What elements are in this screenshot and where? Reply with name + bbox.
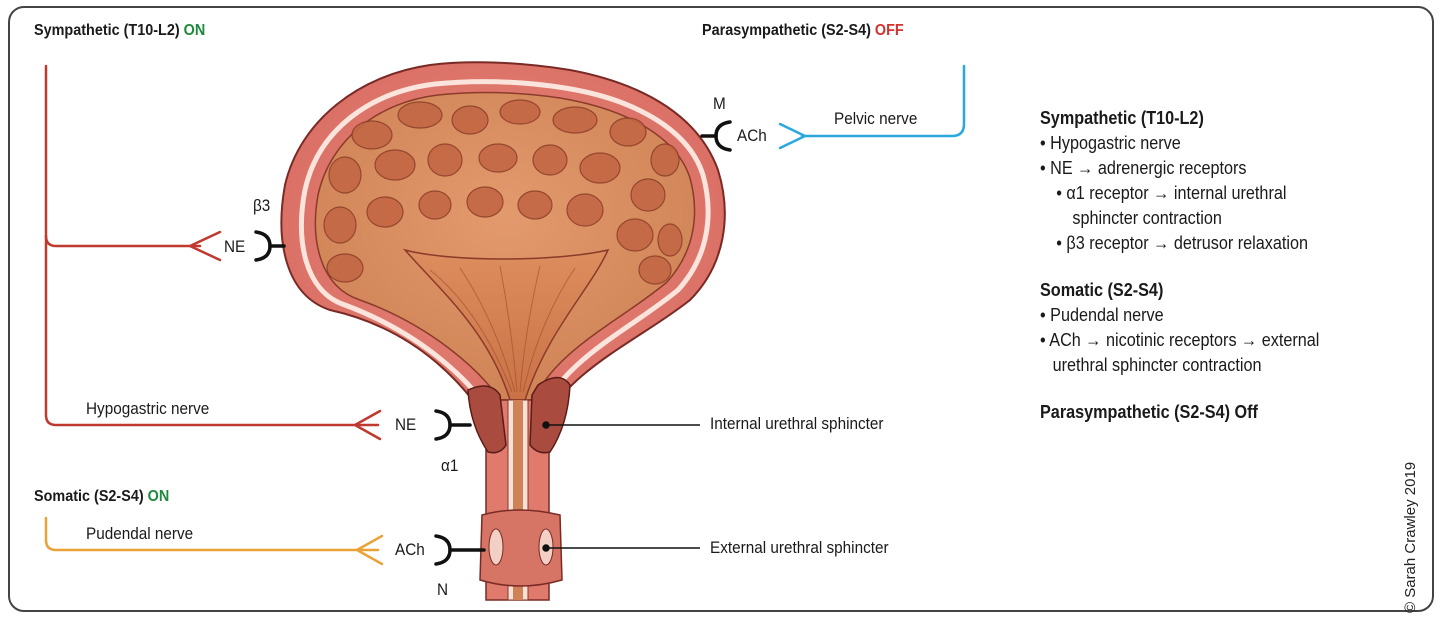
hypogastric-nerve-label: Hypogastric nerve [86,399,209,419]
summary-somatic-title: Somatic (S2-S4) [1040,278,1382,303]
pudendal-nerve-label: Pudendal nerve [86,524,193,544]
somatic-state: ON [148,488,170,505]
internal-sphincter-right [530,378,570,453]
external-sphincter-left-lobe [489,529,503,565]
summary-sym-sub-2: • β3 receptor → detrusor relaxation [1040,231,1382,256]
receptor-m [716,122,730,150]
pelvic-nerve-label: Pelvic nerve [834,109,917,129]
ne-lower-label: NE [395,415,416,435]
summary-sym-item-1: • Hypogastric nerve [1040,131,1382,156]
somatic-header: Somatic (S2-S4) ON [34,488,169,506]
ach-top-label: ACh [737,126,767,146]
parasympathetic-nerve [780,66,964,148]
receptor-n [436,536,450,564]
sympathetic-header-label: Sympathetic (T10-L2) [34,22,180,39]
external-sphincter-label: External urethral sphincter [710,538,889,558]
summary-sympathetic-title: Sympathetic (T10-L2) [1040,106,1382,131]
parasympathetic-header: Parasympathetic (S2-S4) OFF [702,22,904,40]
beta3-label: β3 [253,196,270,216]
summary-panel: Sympathetic (T10-L2) • Hypogastric nerve… [1040,106,1382,425]
sympathetic-header: Sympathetic (T10-L2) ON [34,22,205,40]
summary-som-item-2-cont: urethral sphincter contraction [1040,353,1382,378]
summary-som-item-2: • ACh → nicotinic receptors → external [1040,328,1382,353]
receptor-beta3 [256,232,270,260]
somatic-header-label: Somatic (S2-S4) [34,488,144,505]
copyright-notice: © Sarah Crawley 2019 [1402,462,1419,613]
m-receptor-label: M [713,94,726,114]
internal-sphincter-left [468,386,506,453]
leader-lines [543,422,700,551]
ne-upper-label: NE [224,237,245,257]
sympathetic-state: ON [184,22,206,39]
summary-sym-item-2: • NE → adrenergic receptors [1040,156,1382,181]
internal-sphincter-label: Internal urethral sphincter [710,414,884,434]
summary-som-item-1: • Pudendal nerve [1040,303,1382,328]
alpha1-label: α1 [441,456,458,476]
n-receptor-label: N [437,580,448,600]
summary-sym-sub-1: • α1 receptor → internal urethral [1040,181,1382,206]
summary-sym-sub-1-cont: sphincter contraction [1040,206,1382,231]
receptor-alpha1 [436,411,450,439]
parasympathetic-state: OFF [875,22,904,39]
parasympathetic-header-label: Parasympathetic (S2-S4) [702,22,871,39]
ach-bottom-label: ACh [395,540,425,560]
summary-parasympathetic-line: Parasympathetic (S2-S4) Off [1040,400,1382,425]
